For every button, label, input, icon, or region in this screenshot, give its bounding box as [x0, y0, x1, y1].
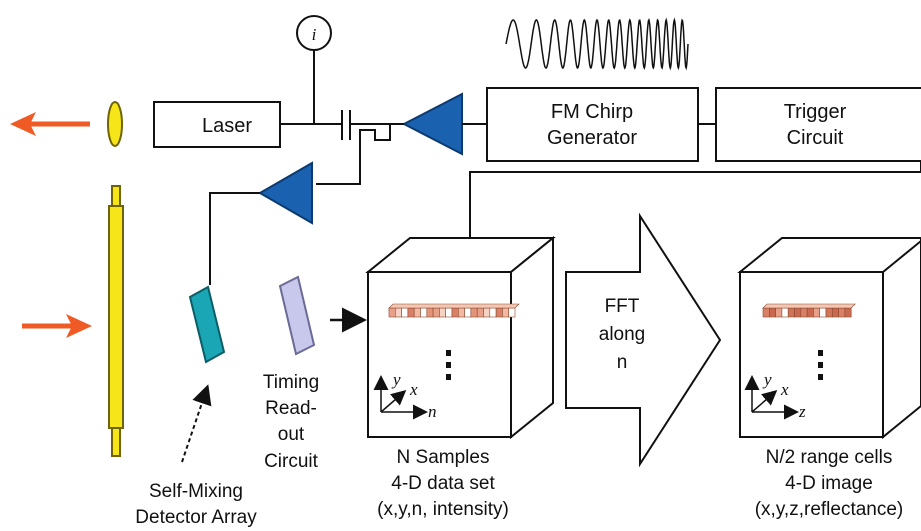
pixel-cell: [831, 307, 839, 318]
pixel-cell: [426, 307, 434, 318]
ellipsis-dots-right: [818, 350, 823, 380]
ellipsis-dots-left: [446, 350, 451, 380]
wire-amp-loop: [316, 123, 404, 185]
timing-label-line1: Timing: [263, 372, 319, 393]
pixel-cell: [495, 307, 503, 318]
timing-readout-plate: [278, 275, 316, 356]
receive-lens: [108, 185, 124, 457]
pixel-cell: [844, 307, 852, 318]
fft-label-line3: n: [617, 352, 628, 373]
pixel-cell: [794, 307, 802, 318]
pixel-cell: [470, 307, 478, 318]
axis-right-y: y: [762, 370, 772, 389]
image-label-line1: N/2 range cells: [766, 447, 893, 468]
pixel-cell: [508, 307, 516, 318]
pixel-cell: [432, 307, 440, 318]
incoming-beam-arrow: [22, 314, 92, 338]
timing-label-line3: out: [278, 424, 305, 445]
trigger-label-line1: Trigger: [784, 101, 847, 123]
pixel-cell: [800, 307, 808, 318]
image-label-line3: (x,y,z,reflectance): [755, 499, 904, 520]
image-label-line2: 4-D image: [785, 473, 873, 494]
pixel-cell: [825, 307, 833, 318]
trigger-label-line2: Circuit: [787, 127, 844, 149]
pixel-cell: [819, 307, 827, 318]
axis-right-x: x: [780, 380, 789, 399]
axes-right: y x z: [744, 370, 806, 421]
samples-label-line3: (x,y,n, intensity): [377, 499, 509, 520]
wire-trigger-to-cube: [469, 161, 921, 238]
fm-chirp-generator-box: [486, 87, 699, 162]
axis-left-y: y: [391, 370, 401, 389]
axis-left-n: n: [428, 402, 437, 421]
chirp-waveform: [505, 17, 689, 71]
wire-detector-to-amp: [209, 192, 260, 285]
detector-pointer-arrow: [181, 384, 212, 463]
laser-label: Laser: [202, 115, 252, 137]
samples-label-line2: 4-D data set: [391, 473, 495, 494]
timing-label-line2: Read-: [265, 398, 317, 419]
pixel-cell: [401, 307, 409, 318]
pixel-cell: [787, 307, 795, 318]
chirp-amplifier-triangle: [401, 92, 463, 156]
pixel-cell: [489, 307, 497, 318]
pixel-cell: [502, 307, 509, 318]
pixel-cell: [768, 307, 776, 318]
pixel-cell: [451, 307, 459, 318]
pixel-cell: [457, 307, 465, 318]
axis-right-z: z: [798, 402, 806, 421]
capacitor: [341, 110, 351, 140]
pixel-cell: [775, 307, 783, 318]
pixel-cell: [439, 307, 446, 318]
pixel-cell: [464, 307, 472, 318]
axes-left: y x n: [373, 370, 437, 421]
timing-label-line4: Circuit: [264, 451, 319, 472]
axis-left-x: x: [409, 380, 418, 399]
trigger-circuit-box: [715, 87, 921, 162]
data-cube-left: [365, 235, 556, 440]
detector-label-line2: Detector Array: [135, 507, 257, 528]
self-mixing-detector-array: [188, 285, 226, 364]
pixel-cell: [838, 307, 846, 318]
pixel-cell: [813, 307, 821, 318]
pixel-cell: [476, 307, 484, 318]
outgoing-beam-arrow: [10, 112, 90, 136]
pixel-cell: [413, 307, 421, 318]
pixel-row-left: [388, 303, 520, 318]
fm-chirp-label-line1: FM Chirp: [551, 101, 633, 123]
detector-label-line1: Self-Mixing: [149, 481, 243, 502]
fm-chirp-label-line2: Generator: [547, 127, 637, 149]
pixel-cell: [483, 307, 491, 318]
pixel-cell: [407, 307, 415, 318]
current-meter: i: [296, 15, 332, 51]
pixel-row-top: [762, 303, 856, 309]
fft-label-line2: along: [599, 324, 646, 345]
pixel-cell: [445, 307, 453, 318]
current-meter-symbol: i: [312, 25, 317, 44]
pixel-cell: [806, 307, 814, 318]
pixel-cell: [781, 307, 789, 318]
pixel-cell: [762, 307, 770, 318]
pixel-row-right: [762, 303, 856, 318]
fft-arrow: [565, 212, 722, 468]
receive-amplifier-triangle: [257, 161, 313, 225]
transmit-lens: [107, 101, 123, 147]
fft-label-line1: FFT: [605, 296, 640, 317]
pixel-row-top: [388, 303, 520, 309]
pixel-cell: [394, 307, 402, 318]
pixel-cell: [388, 307, 396, 318]
samples-label-line1: N Samples: [397, 447, 490, 468]
image-cube-right: [737, 237, 921, 440]
pixel-cell: [420, 307, 428, 318]
